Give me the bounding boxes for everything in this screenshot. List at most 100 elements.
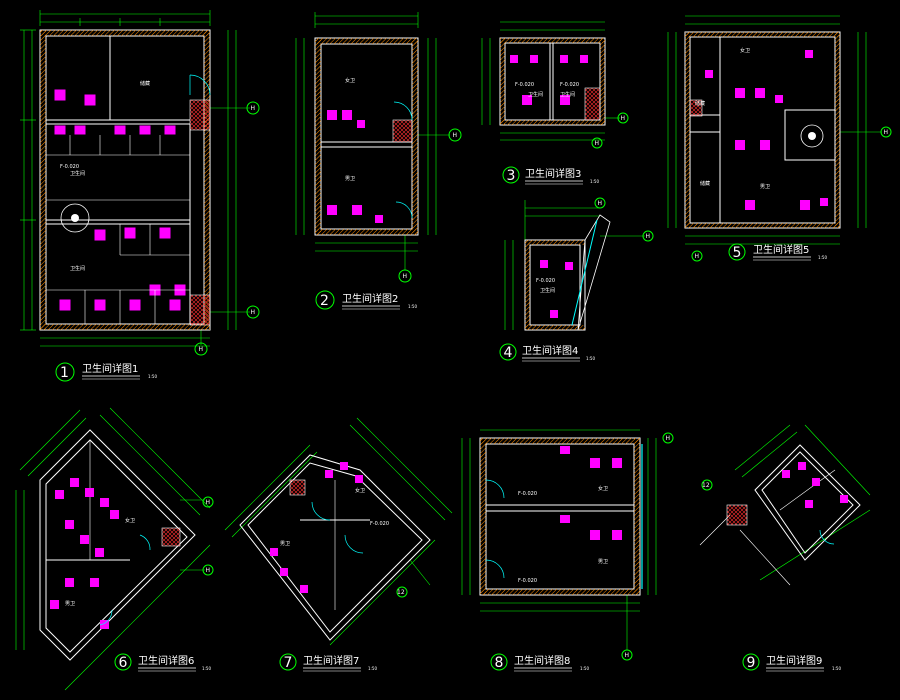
- drawing-title: 卫生间详图3: [525, 167, 581, 180]
- title-block-8: 8 卫生间详图8 1:50: [490, 653, 589, 672]
- axis-label: H: [206, 567, 211, 574]
- axis-label: H: [206, 499, 211, 506]
- walls: [499, 37, 606, 126]
- room-label: 储藏: [700, 180, 710, 187]
- room-label: 卫生间: [70, 265, 85, 272]
- axis-label: H: [403, 273, 408, 280]
- sanitary-fixtures: [782, 462, 848, 508]
- dimension-lines: [15, 407, 211, 691]
- dimension-lines: [667, 15, 882, 245]
- drawing-number: 8: [495, 655, 504, 671]
- drawing-number: 3: [507, 168, 516, 184]
- room-label: 男卫: [65, 601, 75, 607]
- drawing-number: 9: [747, 655, 756, 671]
- title-block-1: 1 卫生间详图1 1:50: [55, 362, 157, 382]
- walls: [239, 454, 431, 641]
- room-label: 卫生间: [560, 91, 575, 98]
- room-label: 储藏: [695, 100, 705, 107]
- drawing-scale: 1:50: [580, 666, 589, 671]
- title-block-9: 9 卫生间详图9 1:50: [742, 653, 841, 672]
- walls: [726, 444, 861, 561]
- dimension-lines: [481, 21, 620, 141]
- drawing-title: 卫生间详图2: [342, 292, 398, 305]
- detail-drawing-5: 女卫 男卫 储藏 储藏 H H 5 卫生间详图5 1:50: [667, 15, 892, 262]
- detail-drawing-6: 女卫 男卫 H H 6 卫生间详图6 1:50: [15, 407, 214, 691]
- title-block-7: 7 卫生间详图7 1:50: [279, 653, 377, 672]
- axis-label: H: [598, 200, 603, 207]
- drawing-scale: 1:50: [590, 179, 599, 184]
- axis-label: H: [595, 140, 600, 147]
- axis-label: 12: [702, 482, 710, 489]
- axis-label: H: [251, 105, 256, 112]
- drawing-title: 卫生间详图4: [522, 344, 578, 357]
- drawing-number: 2: [320, 293, 329, 309]
- walls: [684, 31, 841, 229]
- detail-drawing-2: 女卫 男卫 H H 2 卫生间详图2 1:50: [295, 12, 462, 310]
- level-label: F-0.020: [536, 278, 555, 284]
- title-block-4: 4 卫生间详图4 1:50: [499, 343, 595, 362]
- axis-label: H: [884, 129, 889, 136]
- drawing-title: 卫生间详图1: [82, 362, 138, 375]
- drawing-number: 7: [284, 655, 293, 671]
- axis-bubble-h: H H: [591, 112, 629, 149]
- dimension-lines: [20, 10, 250, 347]
- level-label: F-0.020: [518, 491, 537, 497]
- drawing-scale: 1:50: [148, 374, 157, 379]
- drawing-scale: 1:50: [832, 666, 841, 671]
- room-label: 女卫: [355, 487, 365, 494]
- door-swing: [99, 534, 151, 626]
- drawing-scale: 1:50: [818, 255, 827, 260]
- title-block-3: 3 卫生间详图3 1:50: [502, 166, 599, 185]
- room-label: 女卫: [345, 77, 355, 84]
- level-label: F-0.020: [560, 82, 579, 88]
- accessible-toilet-icon: [800, 124, 824, 148]
- drawing-number: 1: [60, 365, 69, 381]
- walls: [39, 429, 196, 661]
- sanitary-fixtures: [705, 50, 828, 210]
- sanitary-fixtures: [560, 446, 622, 540]
- detail-drawing-9: 12 9 卫生间详图9 1:50: [699, 424, 871, 672]
- sanitary-fixtures: [327, 110, 383, 223]
- room-label: 女卫: [740, 47, 750, 54]
- level-label: F-0.020: [515, 82, 534, 88]
- axis-bubble-h: H H H: [194, 101, 260, 356]
- level-label: F-0.020: [518, 578, 537, 584]
- axis-bubble-h: H H: [691, 126, 892, 262]
- walls: [39, 29, 211, 331]
- dimension-lines: [504, 200, 645, 330]
- door-swing: [189, 74, 211, 96]
- room-label: 女卫: [598, 485, 608, 492]
- walls: [524, 214, 611, 331]
- detail-drawing-8: 女卫 男卫 F-0.020 F-0.020 H H 8 卫生间详图8 1:50: [461, 429, 674, 672]
- room-label: 卫生间: [70, 170, 85, 177]
- axis-label: H: [251, 309, 256, 316]
- dimension-lines: [295, 12, 450, 270]
- room-label: 储藏: [140, 80, 150, 87]
- sanitary-fixtures: [50, 478, 119, 629]
- axis-bubble-h: H H: [202, 496, 214, 576]
- room-label: 男卫: [280, 541, 290, 547]
- dimension-lines: [224, 417, 453, 646]
- room-label: 卫生间: [528, 91, 543, 98]
- room-label: 男卫: [345, 176, 355, 182]
- axis-label: H: [453, 132, 458, 139]
- drawing-title: 卫生间详图5: [753, 243, 809, 256]
- axis-label: H: [199, 346, 204, 353]
- axis-label: H: [621, 115, 626, 122]
- title-block-2: 2 卫生间详图2 1:50: [315, 290, 417, 310]
- detail-drawing-3: F-0.020 卫生间 F-0.020 卫生间 H H 3 卫生间详图3 1:5…: [481, 21, 629, 185]
- axis-label: H: [695, 253, 700, 260]
- dimension-lines: [461, 429, 657, 650]
- room-label: 男卫: [598, 559, 608, 565]
- walls: [314, 37, 419, 236]
- door-swing: [311, 501, 364, 554]
- accessible-toilet-icon: [60, 203, 90, 233]
- level-label: F-0.020: [60, 164, 79, 170]
- detail-drawing-4: F-0.020 卫生间 H H 4 卫生间详图4 1:50: [499, 197, 654, 362]
- drawing-title: 卫生间详图8: [514, 654, 570, 667]
- level-label: F-0.020: [370, 521, 389, 527]
- title-block-6: 6 卫生间详图6 1:50: [114, 653, 211, 672]
- room-label: 男卫: [760, 184, 770, 190]
- axis-label: H: [646, 233, 651, 240]
